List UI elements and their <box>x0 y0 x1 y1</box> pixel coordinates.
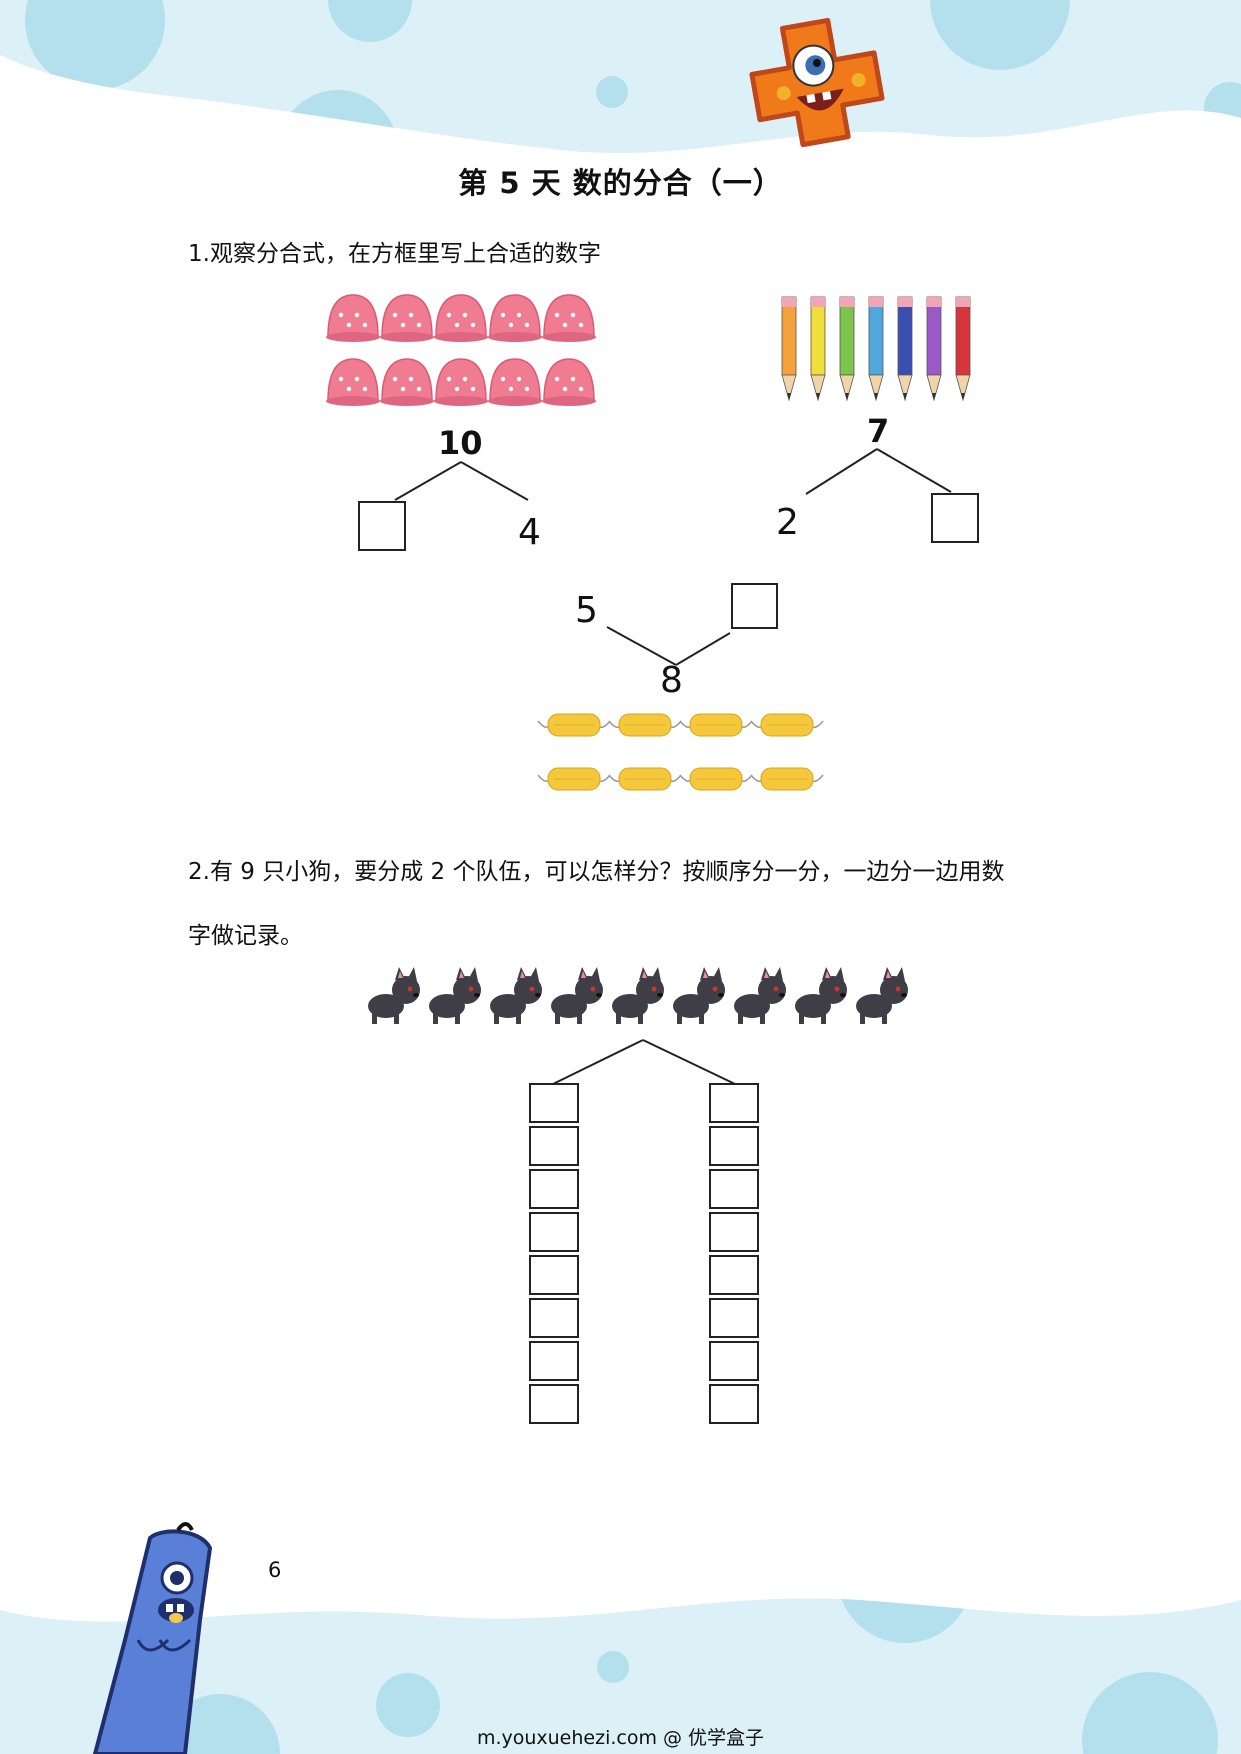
orange-monster-mascot <box>749 17 885 148</box>
dog-icon <box>551 967 603 1024</box>
tree-a-left-branch <box>394 461 462 501</box>
tree-c-left-branch <box>606 626 677 666</box>
dog-icon <box>856 967 908 1024</box>
mask-icon <box>679 767 753 791</box>
dog-icon <box>368 967 420 1024</box>
answer-box-right-2[interactable] <box>709 1126 759 1166</box>
answer-box-tree-c[interactable] <box>731 583 778 629</box>
question-2-text-line-2: 字做记录。 <box>188 923 303 949</box>
answer-box-left-7[interactable] <box>529 1341 579 1381</box>
answer-box-left-2[interactable] <box>529 1126 579 1166</box>
hat-icon <box>434 294 488 342</box>
pencil-icon <box>926 296 942 402</box>
question-2-text-line-1: 2.有 9 只小狗，要分成 2 个队伍，可以怎样分？按顺序分一分，一边分一边用数 <box>188 859 1005 885</box>
bubble <box>328 0 412 42</box>
footer-text: m.youxuehezi.com @ 优学盒子 <box>476 1727 765 1749</box>
dog-icon <box>490 967 542 1024</box>
hat-icon <box>488 358 542 406</box>
answer-box-left-1[interactable] <box>529 1083 579 1123</box>
dog-icon <box>673 967 725 1024</box>
pencil-icon <box>955 296 971 402</box>
bubble <box>25 0 165 90</box>
answer-box-right-3[interactable] <box>709 1169 759 1209</box>
answer-box-right-8[interactable] <box>709 1384 759 1424</box>
answer-box-right-1[interactable] <box>709 1083 759 1123</box>
answer-box-tree-b[interactable] <box>931 493 979 543</box>
mask-icon <box>608 767 682 791</box>
hat-icon <box>434 358 488 406</box>
tree-b-left-branch <box>805 448 878 495</box>
pencil-icon <box>781 296 797 402</box>
mask-icon <box>537 713 611 737</box>
hat-icon <box>326 294 380 342</box>
answer-box-right-5[interactable] <box>709 1255 759 1295</box>
tree-c-total: 8 <box>660 660 683 701</box>
answer-box-left-4[interactable] <box>529 1212 579 1252</box>
answer-box-left-5[interactable] <box>529 1255 579 1295</box>
dog-icon <box>795 967 847 1024</box>
hat-icon <box>488 294 542 342</box>
blue-monster-mascot <box>93 1522 212 1754</box>
q2-left-branch <box>552 1039 644 1085</box>
bubble <box>596 76 628 108</box>
tree-b-total: 7 <box>867 412 890 450</box>
mask-icon <box>608 713 682 737</box>
mask-icon <box>679 713 753 737</box>
tree-b-known-part: 2 <box>776 502 799 543</box>
answer-box-left-6[interactable] <box>529 1298 579 1338</box>
bubble <box>1082 1672 1218 1754</box>
pencil-icon <box>897 296 913 402</box>
tree-b-right-branch <box>876 448 952 493</box>
dog-icon <box>734 967 786 1024</box>
pencil-icon <box>839 296 855 402</box>
question-1-text: 1.观察分合式，在方框里写上合适的数字 <box>188 241 601 267</box>
pencil-icon <box>868 296 884 402</box>
answer-box-right-4[interactable] <box>709 1212 759 1252</box>
mask-icon <box>750 767 824 791</box>
tree-c-right-branch <box>675 632 731 666</box>
mask-icon <box>750 713 824 737</box>
answer-box-right-7[interactable] <box>709 1341 759 1381</box>
dog-icon <box>612 967 664 1024</box>
mask-icon <box>537 767 611 791</box>
answer-box-left-8[interactable] <box>529 1384 579 1424</box>
answer-box-left-3[interactable] <box>529 1169 579 1209</box>
tree-c-known-part: 5 <box>575 590 598 631</box>
page-title: 第 5 天 数的分合（一） <box>458 166 783 200</box>
pencil-icon <box>810 296 826 402</box>
answer-box-tree-a[interactable] <box>358 501 406 551</box>
dog-icon <box>429 967 481 1024</box>
bubble <box>597 1651 629 1683</box>
hat-icon <box>380 294 434 342</box>
q2-right-branch <box>642 1039 736 1085</box>
bubble <box>376 1673 440 1737</box>
tree-a-total: 10 <box>438 424 483 462</box>
hat-icon <box>542 294 596 342</box>
hat-icon <box>326 358 380 406</box>
hat-icon <box>542 358 596 406</box>
bubble <box>930 0 1070 70</box>
answer-box-right-6[interactable] <box>709 1298 759 1338</box>
page-number: 6 <box>268 1558 282 1582</box>
tree-a-known-part: 4 <box>518 512 541 553</box>
tree-a-right-branch <box>460 461 529 501</box>
hat-icon <box>380 358 434 406</box>
